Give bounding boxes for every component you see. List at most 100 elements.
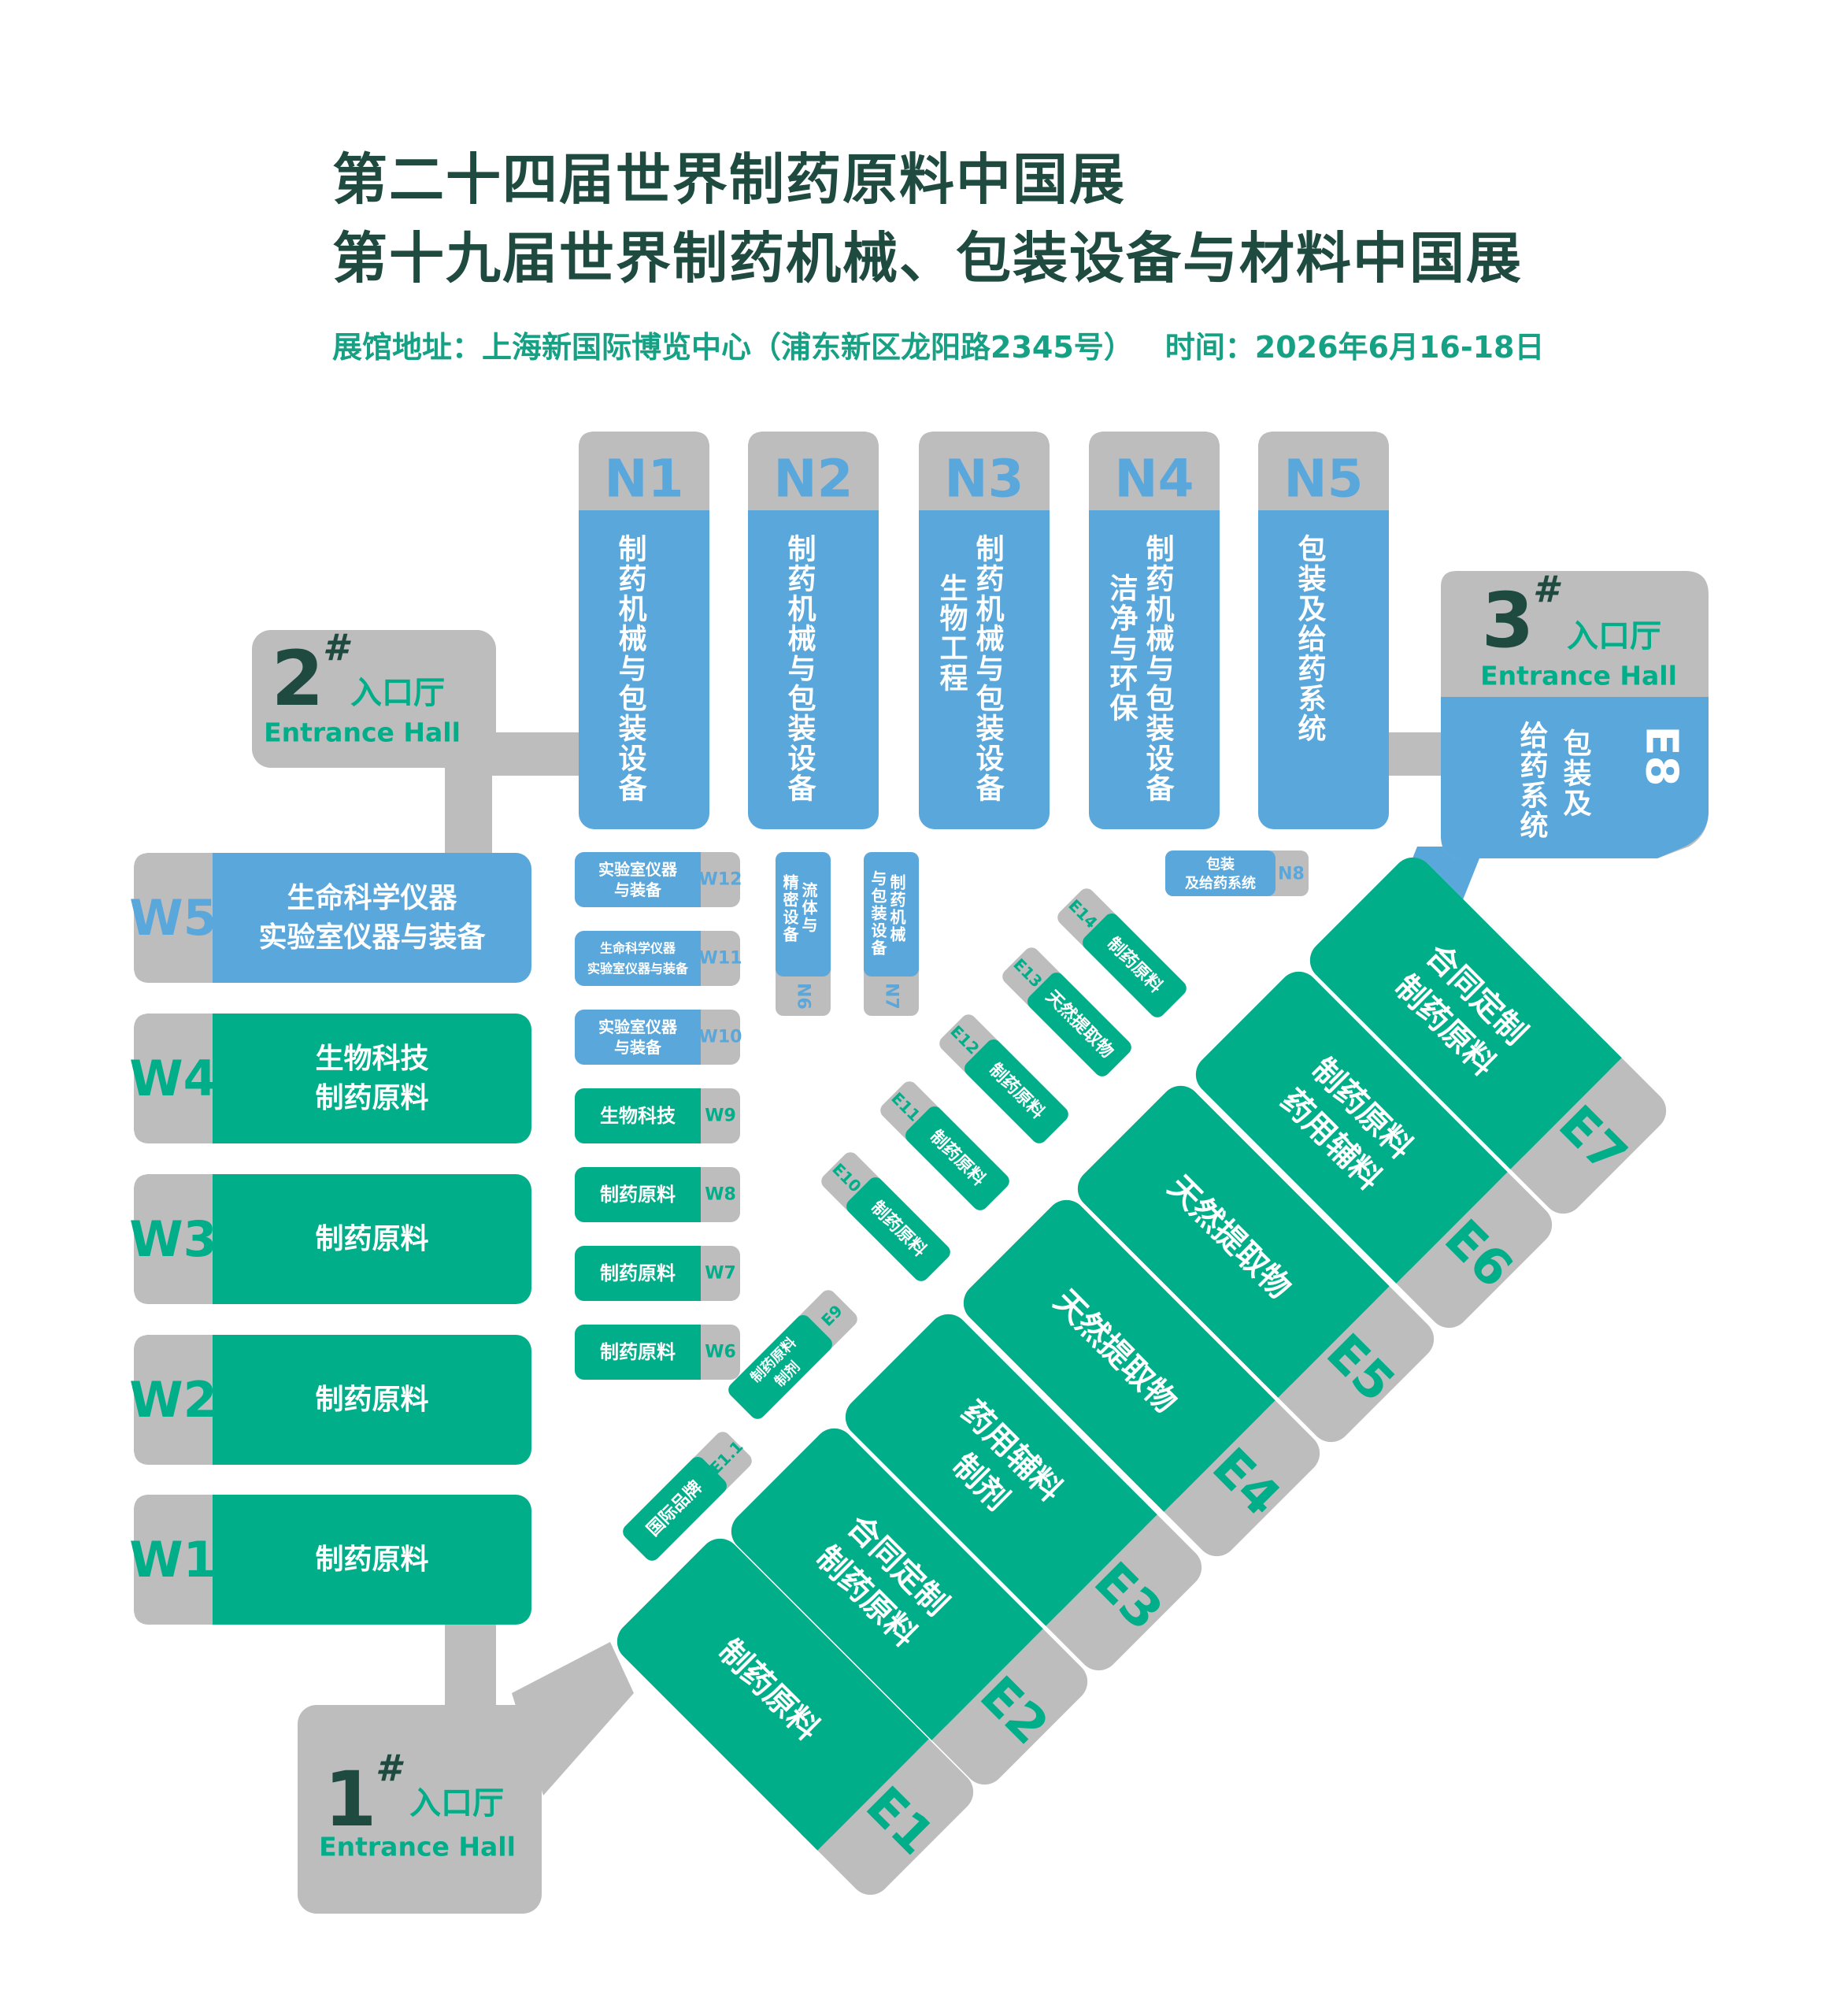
hall-e4-body <box>963 1199 1267 1503</box>
hall-e9-body <box>728 1315 832 1419</box>
hall-w2-code: W2 <box>129 1371 217 1429</box>
hall-n4-cap <box>1089 432 1220 510</box>
hall-n1-body <box>579 432 709 829</box>
hall-e8-line-1: 包装及 <box>1559 728 1592 818</box>
hall-n1-code: N1 <box>604 449 683 510</box>
hall-w8-body-edge <box>689 1167 701 1222</box>
hall-n5-body <box>1258 432 1389 829</box>
entrance-3-number: 3 <box>1482 576 1535 665</box>
hall-w6-code: W6 <box>705 1343 736 1362</box>
hall-w11-line-2: 实验室仪器与装备 <box>587 962 689 976</box>
hall-n8-line-1: 包装 <box>1206 856 1235 873</box>
hall-w9-code: W9 <box>705 1106 736 1126</box>
entrance-2-number: 2 <box>272 635 324 723</box>
entrance-2-label: 入口厅 <box>350 675 445 711</box>
entrance-2-mark: # <box>323 626 351 669</box>
hall-n8-code: N8 <box>1278 865 1305 884</box>
hall-e1-1-body <box>623 1457 727 1561</box>
hall-e12-body <box>964 1040 1068 1143</box>
hall-n4-line-1: 制药机械与包装设备 <box>1142 534 1175 803</box>
hall-w4-body <box>134 1014 531 1143</box>
hall-n2[interactable]: N2 制药机械与包装设备 <box>748 432 879 829</box>
hall-n3-code: N3 <box>944 449 1024 510</box>
hall-n2-line-1: 制药机械与包装设备 <box>783 534 816 803</box>
hall-n2-code: N2 <box>773 449 853 510</box>
hall-e8-line-2: 给药系统 <box>1516 721 1549 840</box>
hall-w6[interactable]: W6 制药原料 <box>575 1325 740 1380</box>
hall-n1-line-1: 制药机械与包装设备 <box>614 534 647 803</box>
hall-w6-line-1: 制药原料 <box>600 1341 676 1363</box>
hall-w3[interactable]: W3 制药原料 <box>129 1174 531 1304</box>
hall-w12-body-edge <box>689 852 701 907</box>
hall-w11-body-edge <box>689 931 701 986</box>
hall-e14-body <box>1083 914 1187 1017</box>
entrance-2-english: Entrance Hall <box>264 717 461 748</box>
hall-w12-line-2: 与装备 <box>614 880 662 899</box>
hall-w1-body <box>134 1495 531 1625</box>
hall-n5-code: N5 <box>1283 449 1363 510</box>
hall-n7-line-2: 与包装设备 <box>868 870 887 957</box>
hall-n7-body <box>864 852 919 976</box>
hall-n3-body <box>919 432 1050 829</box>
hall-w7-line-1: 制药原料 <box>600 1262 676 1284</box>
entrance-3-mark: # <box>1533 568 1561 610</box>
hall-w2[interactable]: W2 制药原料 <box>129 1335 531 1465</box>
time-text: 时间：2026年6月16-18日 <box>1164 330 1545 365</box>
hall-n1[interactable]: N1 制药机械与包装设备 <box>579 432 709 829</box>
hall-w7-code: W7 <box>705 1264 736 1284</box>
hall-w2-line-1: 制药原料 <box>315 1384 428 1416</box>
hall-w7[interactable]: W7 制药原料 <box>575 1246 740 1301</box>
corridor-2-north <box>488 732 591 776</box>
entrance-2-hall[interactable]: 2# 入口厅 Entrance Hall <box>252 626 496 768</box>
hall-w7-body-edge <box>689 1246 701 1301</box>
hall-n2-cap <box>748 432 879 510</box>
hall-w5-body <box>134 853 531 983</box>
hall-w10-body-edge <box>689 1010 701 1065</box>
entrance-1-label: 入口厅 <box>409 1785 504 1821</box>
address-text: 展馆地址：上海新国际博览中心（浦东新区龙阳路2345号） <box>332 330 1134 365</box>
hall-w7-body <box>575 1246 701 1301</box>
hall-n6-line-1: 流体与 <box>799 881 818 934</box>
entrance-1-block <box>298 1705 542 1914</box>
hall-w4-cap <box>134 1014 213 1143</box>
hall-w1-line-1: 制药原料 <box>315 1544 428 1576</box>
entrance-3-english: Entrance Hall <box>1480 661 1677 691</box>
entrance-1-number: 1 <box>324 1755 377 1844</box>
hall-n3-line-2: 生物工程 <box>935 573 968 693</box>
hall-e8-code: E8 <box>1636 725 1687 786</box>
hall-w3-line-1: 制药原料 <box>315 1223 428 1255</box>
hall-e7-body <box>1309 857 1613 1161</box>
hall-w8-body <box>575 1167 701 1222</box>
entrance-1-mark: # <box>376 1747 404 1789</box>
subtitle: 展馆地址：上海新国际博览中心（浦东新区龙阳路2345号） 时间：2026年6月16… <box>332 323 1545 366</box>
hall-w3-code: W3 <box>129 1210 217 1268</box>
hall-w1-cap <box>134 1495 213 1625</box>
